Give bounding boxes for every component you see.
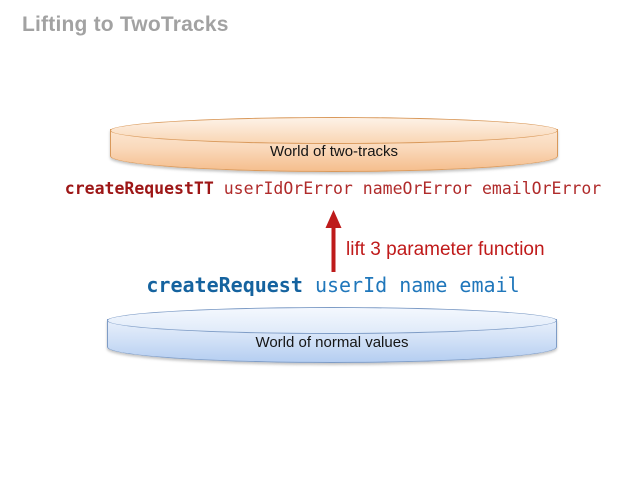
lifted-code-line: createRequestTT userIdOrError nameOrError… xyxy=(28,179,638,198)
normal-code-keyword: createRequest xyxy=(146,273,303,297)
normal-values-cylinder: World of normal values xyxy=(107,307,557,363)
normal-code-line: createRequest userId name email xyxy=(28,273,638,297)
normal-code-args: userId name email xyxy=(314,273,520,297)
two-tracks-cylinder: World of two-tracks xyxy=(110,117,558,172)
up-arrow-icon xyxy=(321,208,347,281)
lift-arrow-label: lift 3 parameter function xyxy=(346,239,545,260)
normal-values-cylinder-label: World of normal values xyxy=(255,333,409,351)
normal-values-cylinder-top-ellipse xyxy=(107,307,557,334)
lifted-code-args: userIdOrError nameOrError emailOrError xyxy=(223,179,602,198)
two-tracks-cylinder-label: World of two-tracks xyxy=(269,143,399,160)
lifted-code-keyword: createRequestTT xyxy=(64,179,214,198)
page-title: Lifting to TwoTracks xyxy=(22,13,229,36)
two-tracks-cylinder-top-ellipse xyxy=(110,117,558,144)
